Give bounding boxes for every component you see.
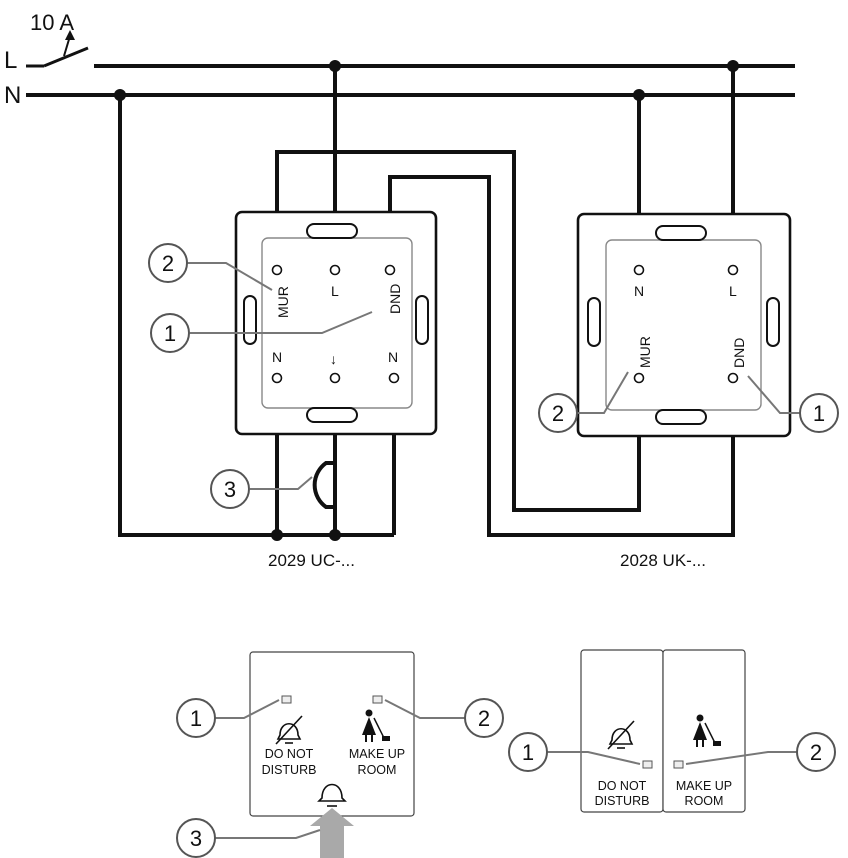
do-not-disturb-icon (607, 720, 635, 750)
line-label: L (4, 47, 17, 74)
neutral-label: N (4, 82, 21, 109)
panel-2028-front: DO NOT DISTURB MAKE UP ROOM (580, 649, 746, 813)
terminal-n-left-label: N (272, 349, 282, 365)
dnd-line2: DISTURB (595, 794, 650, 808)
device-2029-caption: 2029 UC-... (268, 551, 355, 570)
device-2028-caption: 2028 UK-... (620, 551, 706, 570)
mur-line1: MAKE UP (349, 747, 405, 761)
make-up-room-icon (362, 709, 390, 742)
dnd-line1: DO NOT (598, 779, 647, 793)
bell-icon (317, 783, 347, 807)
mur-line1: MAKE UP (676, 779, 732, 793)
panel-callouts: 1 2 3 1 2 (176, 698, 836, 858)
switch-icon (26, 30, 89, 68)
wiring-callouts: 2 1 3 2 1 (148, 243, 839, 509)
dnd-line1: DO NOT (265, 747, 314, 761)
wires (114, 60, 739, 541)
callout-3-label: 3 (190, 826, 202, 851)
terminal-l-label: L (729, 283, 737, 299)
callout-1-label: 1 (522, 740, 534, 765)
terminal-n-label: N (634, 283, 644, 299)
terminal-dnd-label: DND (731, 338, 747, 368)
callout-1-label: 1 (813, 401, 825, 426)
terminal-mur-label: MUR (637, 336, 653, 368)
press-arrow-icon (310, 808, 354, 858)
mur-led (673, 760, 684, 769)
callout-3-label: 3 (224, 477, 236, 502)
callout-2-label: 2 (162, 251, 174, 276)
callout-2-label: 2 (552, 401, 564, 426)
callout-2-label: 2 (810, 740, 822, 765)
do-not-disturb-icon (275, 715, 303, 745)
device-2028: N L MUR DND 2028 UK-... (576, 212, 792, 570)
mur-line2: ROOM (685, 794, 724, 808)
terminal-l-label: L (331, 283, 339, 299)
terminal-n-right-label: N (388, 349, 398, 365)
panel-2029-front: DO NOT DISTURB MAKE UP ROOM (249, 651, 415, 858)
dnd-line2: DISTURB (262, 763, 317, 777)
dnd-led (281, 695, 292, 704)
callout-1-label: 1 (164, 321, 176, 346)
fuse-label: 10 A (30, 10, 74, 35)
dnd-led (642, 760, 653, 769)
callout-2-label: 2 (478, 706, 490, 731)
mur-line2: ROOM (358, 763, 397, 777)
terminal-bell-label: ↓ (330, 351, 337, 367)
mur-led (372, 695, 383, 704)
terminal-mur-label: MUR (275, 286, 291, 318)
make-up-room-icon (693, 714, 721, 747)
callout-1-label: 1 (190, 706, 202, 731)
bell-push-symbol (312, 461, 335, 509)
supply-lines: 10 A L N (4, 10, 795, 109)
terminal-dnd-label: DND (387, 284, 403, 314)
device-2029: MUR L DND N ↓ N 2029 UC-... (234, 210, 438, 570)
